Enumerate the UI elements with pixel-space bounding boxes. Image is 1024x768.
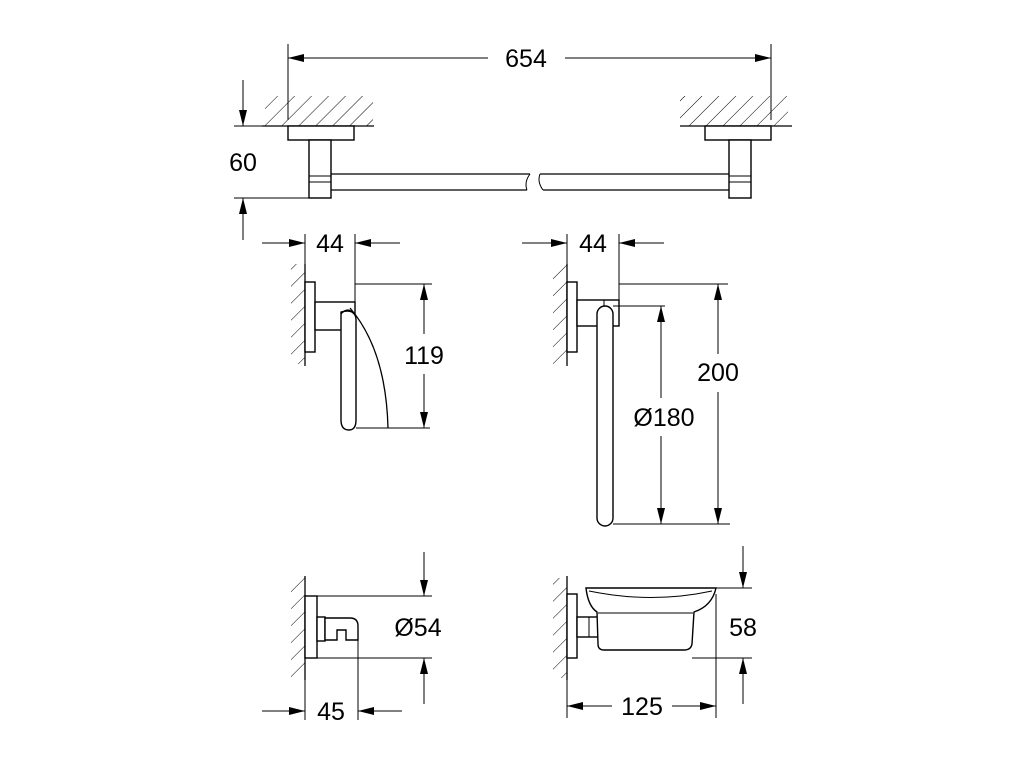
soap-dish-bowl <box>585 587 717 651</box>
bar-tube-right <box>540 173 729 191</box>
hook-rosette <box>304 595 318 659</box>
bar-post-right <box>728 139 752 199</box>
dim-hook-diameter: Ø54 <box>394 614 441 642</box>
wall-hatch <box>291 264 305 364</box>
dim-hook-projection: 45 <box>317 698 345 726</box>
wall-hatch <box>553 264 567 364</box>
dim-soap-dish-height: 58 <box>729 614 757 642</box>
dim-towel-ring-projection: 44 <box>316 230 344 258</box>
wall-hatch <box>553 578 567 678</box>
ring-loop-front <box>340 310 357 431</box>
holder-rosette <box>566 281 578 353</box>
soap-dish: 58 125 <box>553 546 757 721</box>
bar-post-left <box>308 139 332 199</box>
bar-bracket-left <box>287 125 355 141</box>
wall-hatch <box>291 578 305 678</box>
hook-body <box>324 617 359 641</box>
bar-bracket-right <box>704 125 772 141</box>
robe-hook: Ø54 45 <box>262 552 442 726</box>
holder-bar <box>596 305 614 527</box>
towel-bar: 654 60 <box>229 44 792 240</box>
dim-towel-bar-projection: 60 <box>229 149 257 177</box>
dim-soap-dish-projection: 125 <box>621 693 663 721</box>
ring-rosette <box>304 281 316 353</box>
ring-loop-back <box>349 307 389 429</box>
dim-towel-bar-length: 654 <box>505 45 547 73</box>
bar-tube-left <box>331 173 530 191</box>
dim-towel-holder-height: 200 <box>697 359 739 387</box>
dim-towel-holder-diameter: Ø180 <box>633 404 694 432</box>
dim-towel-holder-projection: 44 <box>579 230 607 258</box>
towel-ring: 44 119 <box>262 230 444 431</box>
dim-towel-ring-height: 119 <box>404 342 444 370</box>
wall-hatch <box>680 96 788 126</box>
soap-dish-rosette <box>566 593 578 659</box>
wall-hatch <box>265 96 373 126</box>
towel-holder: 44 Ø180 200 <box>522 230 739 527</box>
